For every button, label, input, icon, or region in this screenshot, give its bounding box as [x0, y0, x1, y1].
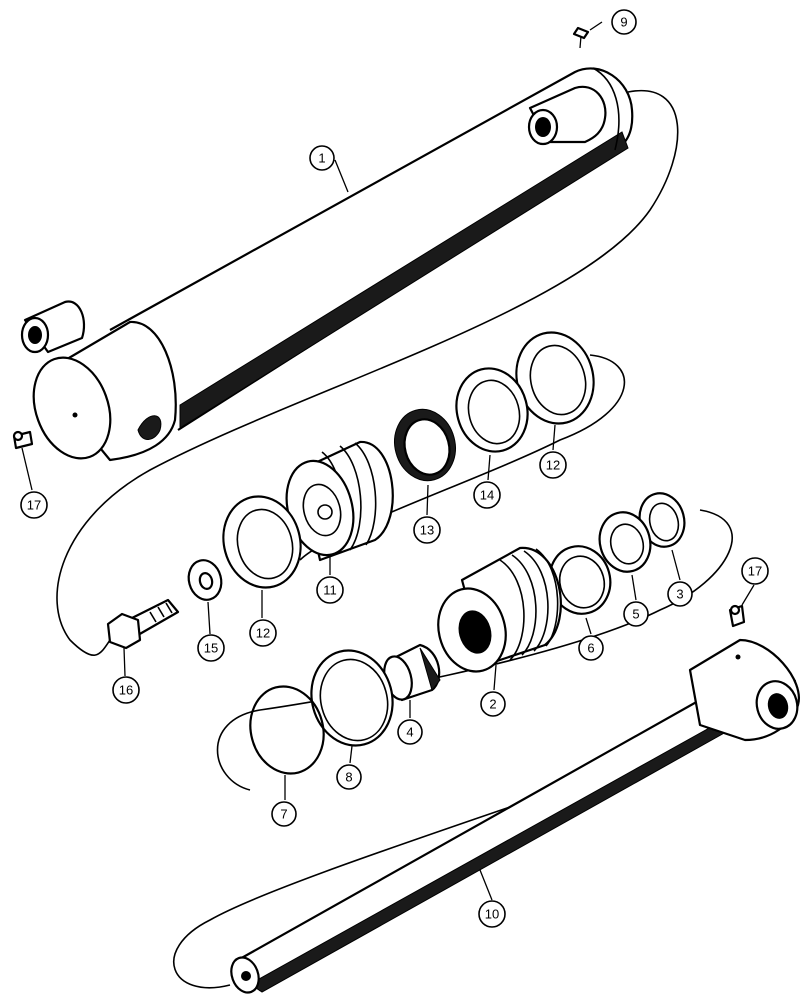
callout-5: 5 [623, 601, 649, 627]
piston [285, 440, 394, 562]
svg-text:7: 7 [280, 807, 287, 822]
callout-13: 13 [413, 516, 441, 544]
svg-text:14: 14 [480, 488, 494, 503]
back-up-ring [455, 367, 529, 453]
cylinder-barrel [20, 67, 634, 462]
callout-8: 8 [336, 764, 362, 790]
svg-text:15: 15 [204, 641, 218, 656]
buffer-seal [548, 545, 612, 615]
svg-text:11: 11 [323, 583, 337, 598]
leader-lines [21, 21, 755, 901]
callout-15: 15 [197, 634, 225, 662]
callout-1: 1 [309, 145, 335, 171]
callout-10: 10 [478, 900, 506, 928]
callout-6: 6 [578, 635, 604, 661]
grease-fitting-left [12, 430, 34, 450]
grease-screw-top [572, 26, 590, 49]
svg-text:8: 8 [345, 770, 352, 785]
assembly-loop-line [56, 89, 797, 989]
svg-text:13: 13 [420, 523, 434, 538]
o-ring [310, 649, 394, 747]
callout-17: 17 [741, 557, 769, 585]
svg-text:1: 1 [318, 151, 325, 166]
retaining-ring [249, 685, 325, 775]
piston-rod [230, 638, 800, 994]
callout-9: 9 [611, 9, 637, 35]
svg-text:12: 12 [546, 458, 560, 473]
svg-text:17: 17 [748, 564, 762, 579]
svg-text:4: 4 [406, 725, 413, 740]
callout-4: 4 [397, 719, 423, 745]
wear-ring-left [222, 495, 302, 589]
piston-seal [394, 408, 456, 482]
callout-12: 12 [539, 451, 567, 479]
callout-11: 11 [316, 576, 344, 604]
callout-12: 12 [249, 619, 277, 647]
svg-text:5: 5 [632, 607, 639, 622]
callout-2: 2 [480, 691, 506, 717]
gland [437, 546, 562, 673]
callout-16: 16 [112, 676, 140, 704]
grease-fitting-right [728, 604, 746, 628]
washer [187, 559, 223, 601]
svg-text:12: 12 [256, 626, 270, 641]
bolt [106, 598, 180, 650]
svg-text:2: 2 [489, 697, 496, 712]
callout-3: 3 [667, 581, 693, 607]
bushing [383, 643, 441, 702]
callout-14: 14 [473, 481, 501, 509]
svg-text:16: 16 [119, 683, 133, 698]
svg-text:10: 10 [485, 907, 499, 922]
svg-text:3: 3 [676, 587, 683, 602]
rod-seal [598, 511, 652, 573]
callout-7: 7 [271, 801, 297, 827]
callout-17: 17 [20, 491, 48, 519]
svg-text:17: 17 [27, 498, 41, 513]
svg-text:9: 9 [620, 15, 627, 30]
svg-text:6: 6 [587, 641, 594, 656]
